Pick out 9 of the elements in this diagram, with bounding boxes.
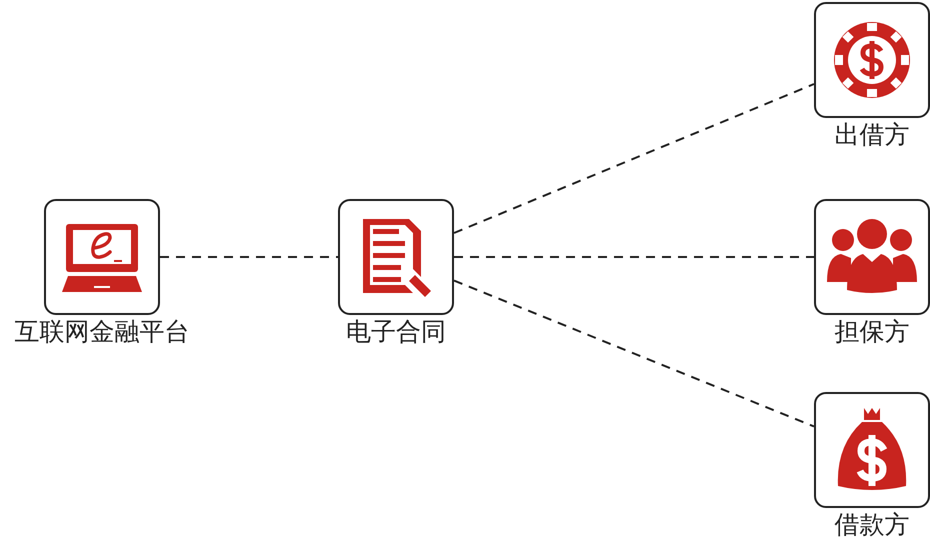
dashed-connector <box>160 256 338 258</box>
node-label: 担保方 <box>834 317 910 348</box>
node-label: 互联网金融平台 <box>14 317 190 348</box>
dashed-connector <box>454 83 814 234</box>
node-label: 电子合同 <box>346 317 446 348</box>
node-label: 借款方 <box>834 510 910 539</box>
dashed-connector <box>454 256 814 258</box>
node-label: 出借方 <box>834 120 910 151</box>
dashed-connector <box>454 280 814 428</box>
